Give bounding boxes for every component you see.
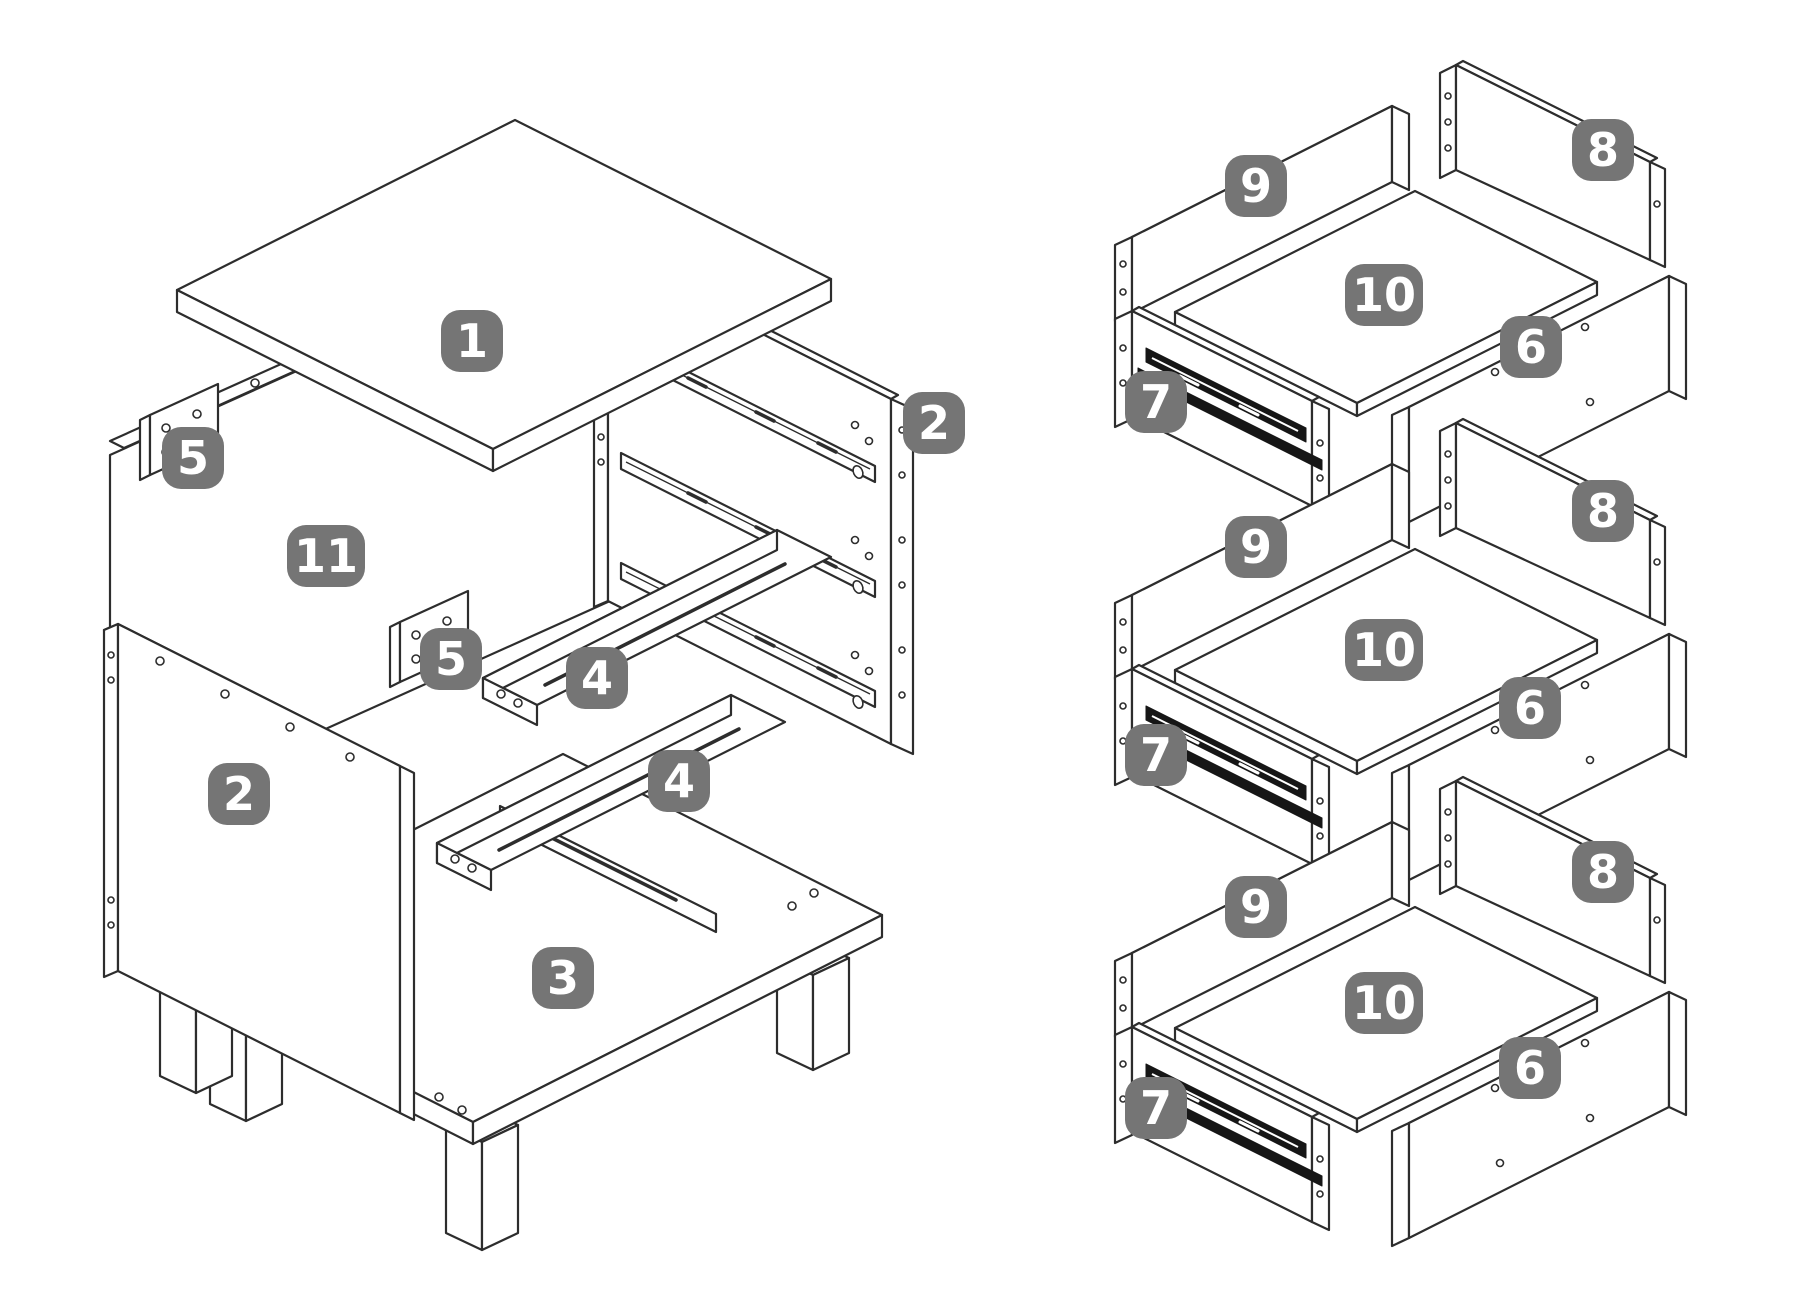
svg-text:5: 5: [177, 431, 209, 485]
part-badge-9: 9: [1225, 516, 1287, 578]
svg-text:1: 1: [456, 314, 488, 368]
svg-text:10: 10: [1352, 623, 1416, 677]
badges-layer: 1 5 2 11 5 44 2 3 9 8 10 6 7 8 9 10 6 7 8 9 10 6 7: [162, 119, 1634, 1139]
part-badge-4: 4: [566, 647, 628, 709]
part-badge-9: 9: [1225, 155, 1287, 217]
svg-text:6: 6: [1515, 320, 1547, 374]
part-badge-6: 6: [1500, 316, 1562, 378]
part-badge-8: 8: [1572, 841, 1634, 903]
part-badge-7: 7: [1125, 724, 1187, 786]
part-badge-2: 2: [903, 392, 965, 454]
svg-text:7: 7: [1140, 1081, 1172, 1135]
svg-text:8: 8: [1587, 845, 1619, 899]
part-badge-5: 5: [420, 628, 482, 690]
part-badge-10: 10: [1345, 264, 1423, 326]
part-badge-6: 6: [1499, 677, 1561, 739]
part-badge-8: 8: [1572, 480, 1634, 542]
svg-text:7: 7: [1140, 375, 1172, 429]
svg-text:9: 9: [1240, 880, 1272, 934]
svg-text:11: 11: [294, 529, 358, 583]
part-badge-3: 3: [532, 947, 594, 1009]
part-badge-9: 9: [1225, 876, 1287, 938]
part-badge-2: 2: [208, 763, 270, 825]
svg-text:8: 8: [1587, 484, 1619, 538]
part-badge-7: 7: [1125, 1077, 1187, 1139]
part-badge-5: 5: [162, 427, 224, 489]
svg-text:4: 4: [581, 651, 613, 705]
svg-text:6: 6: [1514, 1041, 1546, 1095]
svg-text:2: 2: [918, 396, 950, 450]
part-badge-11: 11: [287, 525, 365, 587]
part-badge-4: 4: [648, 750, 710, 812]
svg-text:7: 7: [1140, 728, 1172, 782]
cabinet-top-panel: [175, 118, 833, 473]
svg-text:8: 8: [1587, 123, 1619, 177]
svg-text:3: 3: [547, 951, 579, 1005]
part-badge-8: 8: [1572, 119, 1634, 181]
svg-text:10: 10: [1352, 976, 1416, 1030]
svg-text:9: 9: [1240, 520, 1272, 574]
part-badge-10: 10: [1345, 972, 1423, 1034]
svg-text:4: 4: [663, 754, 695, 808]
cabinet-assembly: [102, 118, 915, 1252]
cabinet-left-panel: [102, 622, 416, 1122]
svg-text:2: 2: [223, 767, 255, 821]
part-badge-1: 1: [441, 310, 503, 372]
cross-rail-lower: [435, 693, 787, 892]
svg-text:5: 5: [435, 632, 467, 686]
part-badge-7: 7: [1125, 371, 1187, 433]
svg-text:9: 9: [1240, 159, 1272, 213]
part-badge-10: 10: [1345, 619, 1423, 681]
part-badge-6: 6: [1499, 1037, 1561, 1099]
svg-text:6: 6: [1514, 681, 1546, 735]
svg-text:10: 10: [1352, 268, 1416, 322]
